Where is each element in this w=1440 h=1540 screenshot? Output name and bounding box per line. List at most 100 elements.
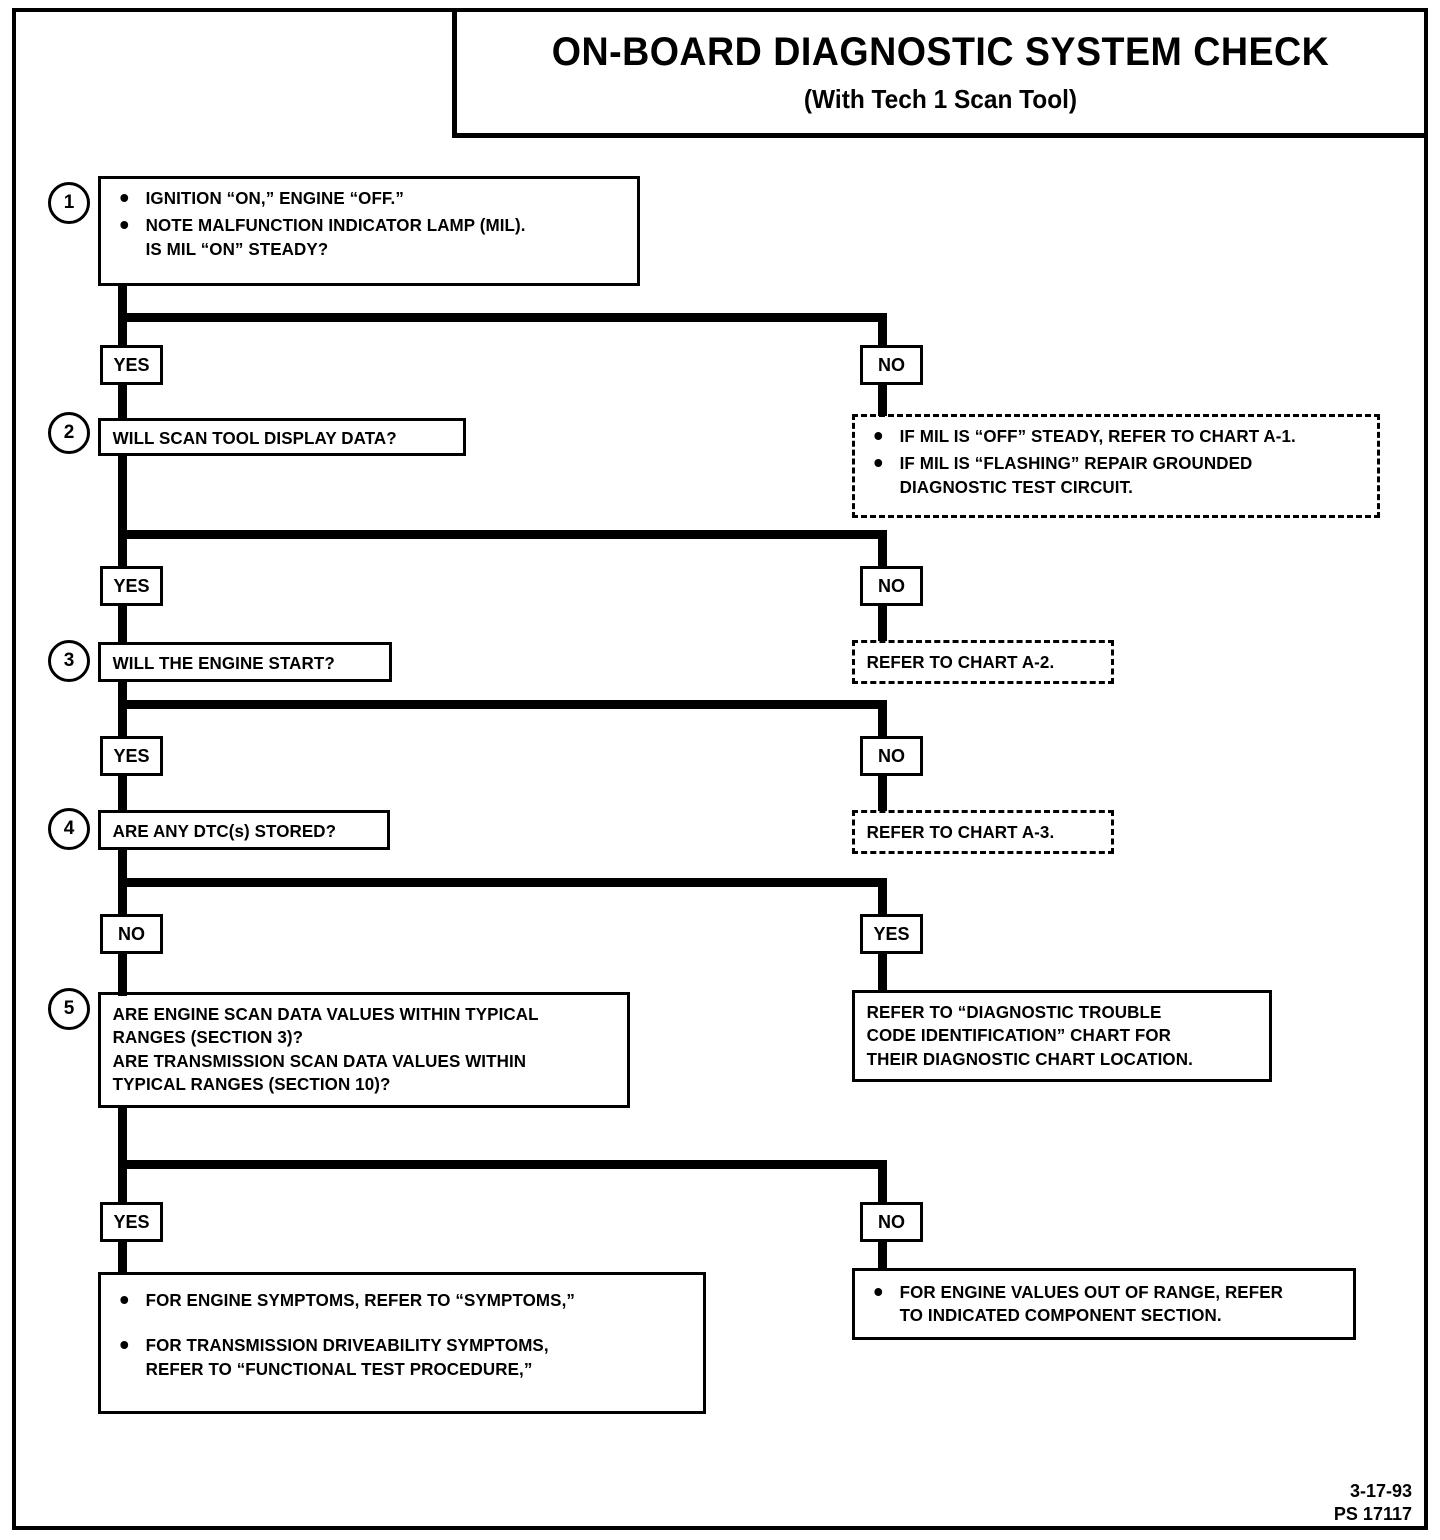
step-4-number-text: 4 — [63, 818, 75, 839]
step-number-3: 3 — [48, 640, 90, 682]
step-1-line-1: IGNITION “ON,” ENGINE “OFF.” — [145, 188, 404, 208]
step-5-line-1: ARE ENGINE SCAN DATA VALUES WITHIN TYPIC… — [112, 1004, 539, 1024]
dtc-line-3: THEIR DIAGNOSTIC CHART LOCATION. — [866, 1048, 1193, 1069]
step-number-1: 1 — [48, 182, 90, 224]
chart-a2-text: REFER TO CHART A-2. — [866, 652, 1055, 672]
branch-label-yes-1: YES — [100, 345, 163, 385]
connector-step3-stem — [118, 682, 127, 737]
branch-label-no-5: NO — [860, 1202, 923, 1242]
footer-date: 3-17-93 — [1349, 1481, 1412, 1501]
connector-step1-no-drop — [878, 313, 887, 347]
connector-yes5-to-symptoms — [118, 1239, 127, 1275]
mil-flashing-line-1: IF MIL IS “FLASHING” REPAIR GROUNDED — [899, 453, 1253, 474]
chart-a3-text: REFER TO CHART A-3. — [866, 822, 1055, 842]
step-1-bullets: IGNITION “ON,” ENGINE “OFF.” NOTE MALFUN… — [113, 187, 612, 261]
page-subtitle: (With Tech 1 Scan Tool) — [803, 84, 1078, 114]
branch-label-no-1: NO — [860, 345, 923, 385]
symptoms-box: FOR ENGINE SYMPTOMS, REFER TO “SYMPTOMS,… — [98, 1272, 706, 1414]
step-5-content: ARE ENGINE SCAN DATA VALUES WITHIN TYPIC… — [101, 995, 611, 1105]
connector-step4-bus — [118, 878, 887, 887]
step-3-number-text: 3 — [63, 650, 75, 671]
symptoms-trans-line-2: REFER TO “FUNCTIONAL TEST PROCEDURE,” — [145, 1358, 533, 1379]
connector-step3-bus — [118, 700, 887, 709]
bullet-dot-icon — [874, 432, 883, 440]
connector-no2-to-a2 — [878, 603, 887, 641]
list-item: IF MIL IS “OFF” STEADY, REFER TO CHART A… — [867, 425, 1352, 448]
bullet-dot-icon — [120, 1296, 129, 1304]
step-5-box: ARE ENGINE SCAN DATA VALUES WITHIN TYPIC… — [98, 992, 630, 1108]
symptoms-engine-text: FOR ENGINE SYMPTOMS, REFER TO “SYMPTOMS,… — [145, 1290, 575, 1310]
step-3-content: WILL THE ENGINE START? — [101, 645, 380, 683]
connector-no3-to-a3 — [878, 773, 887, 811]
connector-yes3-to-step4 — [118, 773, 127, 813]
mil-status-content: IF MIL IS “OFF” STEADY, REFER TO CHART A… — [855, 417, 1361, 507]
step-5-line-4: TYPICAL RANGES (SECTION 10)? — [112, 1074, 391, 1095]
out-of-range-line-1: FOR ENGINE VALUES OUT OF RANGE, REFER — [899, 1282, 1283, 1302]
mil-flashing-line-2: DIAGNOSTIC TEST CIRCUIT. — [899, 476, 1134, 497]
list-item: FOR TRANSMISSION DRIVEABILITY SYMPTOMS, … — [113, 1334, 676, 1381]
page-border-frame — [12, 8, 1428, 1530]
symptoms-trans-line-1: FOR TRANSMISSION DRIVEABILITY SYMPTOMS, — [145, 1335, 549, 1356]
step-4-text: ARE ANY DTC(s) STORED? — [112, 821, 337, 841]
connector-step5-no-drop — [878, 1160, 887, 1203]
symptoms-bullets: FOR ENGINE SYMPTOMS, REFER TO “SYMPTOMS,… — [113, 1289, 676, 1381]
step-2-number-text: 2 — [63, 422, 75, 443]
dtc-identification-content: REFER TO “DIAGNOSTIC TROUBLE CODE IDENTI… — [855, 993, 1257, 1079]
connector-step4-yes-drop — [878, 878, 887, 915]
list-item: FOR ENGINE VALUES OUT OF RANGE, REFER TO… — [867, 1281, 1329, 1328]
connector-step2-yes-drop — [118, 456, 127, 566]
connector-no1-to-mil-box — [878, 382, 887, 416]
mil-status-box: IF MIL IS “OFF” STEADY, REFER TO CHART A… — [852, 414, 1380, 518]
step-1-line-3: IS MIL “ON” STEADY? — [145, 238, 329, 259]
connector-step1-bus — [118, 313, 887, 322]
connector-yes1-to-step2 — [118, 382, 127, 420]
branch-label-yes-3: YES — [100, 736, 163, 776]
branch-label-no-2: NO — [860, 566, 923, 606]
connector-yes2-to-step3 — [118, 603, 127, 643]
bullet-dot-icon — [874, 459, 883, 468]
step-number-5: 5 — [48, 988, 90, 1030]
step-number-2: 2 — [48, 412, 90, 454]
title-block: ON-BOARD DIAGNOSTIC SYSTEM CHECK (With T… — [452, 12, 1424, 138]
branch-label-yes-2: YES — [100, 566, 163, 606]
connector-no5-to-outofrange — [878, 1239, 887, 1271]
list-item: IF MIL IS “FLASHING” REPAIR GROUNDED DIA… — [867, 452, 1352, 499]
step-3-text: WILL THE ENGINE START? — [112, 653, 335, 673]
out-of-range-box: FOR ENGINE VALUES OUT OF RANGE, REFER TO… — [852, 1268, 1356, 1340]
connector-step5-bus — [118, 1160, 887, 1169]
bullet-dot-icon — [120, 221, 129, 230]
step-4-content: ARE ANY DTC(s) STORED? — [101, 813, 378, 851]
mil-status-bullets: IF MIL IS “OFF” STEADY, REFER TO CHART A… — [867, 425, 1352, 499]
footer-identification: 3-17-93 PS 17117 — [1334, 1480, 1412, 1525]
bullet-dot-icon — [874, 1288, 883, 1296]
step-number-4: 4 — [48, 808, 90, 850]
connector-step1-stem — [118, 286, 127, 322]
step-1-content: IGNITION “ON,” ENGINE “OFF.” NOTE MALFUN… — [101, 179, 621, 269]
step-5-line-3: ARE TRANSMISSION SCAN DATA VALUES WITHIN — [112, 1050, 527, 1071]
symptoms-content: FOR ENGINE SYMPTOMS, REFER TO “SYMPTOMS,… — [101, 1275, 685, 1389]
chart-a2-box: REFER TO CHART A-2. — [852, 640, 1114, 684]
chart-a3-content: REFER TO CHART A-3. — [855, 813, 1103, 852]
step-1-line-2: NOTE MALFUNCTION INDICATOR LAMP (MIL). — [145, 215, 526, 236]
branch-label-yes-4: YES — [860, 914, 923, 954]
connector-no4-to-step5 — [118, 951, 127, 996]
connector-step2-bus — [118, 530, 887, 539]
connector-yes4-to-dtc — [878, 951, 887, 993]
step-2-content: WILL SCAN TOOL DISPLAY DATA? — [101, 421, 452, 458]
bullet-dot-icon — [120, 1341, 129, 1350]
step-5-line-2: RANGES (SECTION 3)? — [112, 1027, 304, 1048]
connector-step5-stem — [118, 1108, 127, 1203]
dtc-line-1: REFER TO “DIAGNOSTIC TROUBLE — [866, 1002, 1162, 1022]
chart-a3-box: REFER TO CHART A-3. — [852, 810, 1114, 854]
page-title: ON-BOARD DIAGNOSTIC SYSTEM CHECK — [551, 30, 1330, 74]
branch-label-no-3: NO — [860, 736, 923, 776]
step-5-number-text: 5 — [63, 998, 75, 1019]
step-4-box: ARE ANY DTC(s) STORED? — [98, 810, 390, 850]
dtc-identification-box: REFER TO “DIAGNOSTIC TROUBLE CODE IDENTI… — [852, 990, 1272, 1082]
mil-off-text: IF MIL IS “OFF” STEADY, REFER TO CHART A… — [899, 426, 1296, 446]
out-of-range-line-2: TO INDICATED COMPONENT SECTION. — [899, 1305, 1222, 1326]
branch-label-no-4: NO — [100, 914, 163, 954]
footer-code: PS 17117 — [1333, 1503, 1412, 1524]
connector-step3-no-drop — [878, 700, 887, 737]
dtc-line-2: CODE IDENTIFICATION” CHART FOR — [866, 1025, 1172, 1046]
